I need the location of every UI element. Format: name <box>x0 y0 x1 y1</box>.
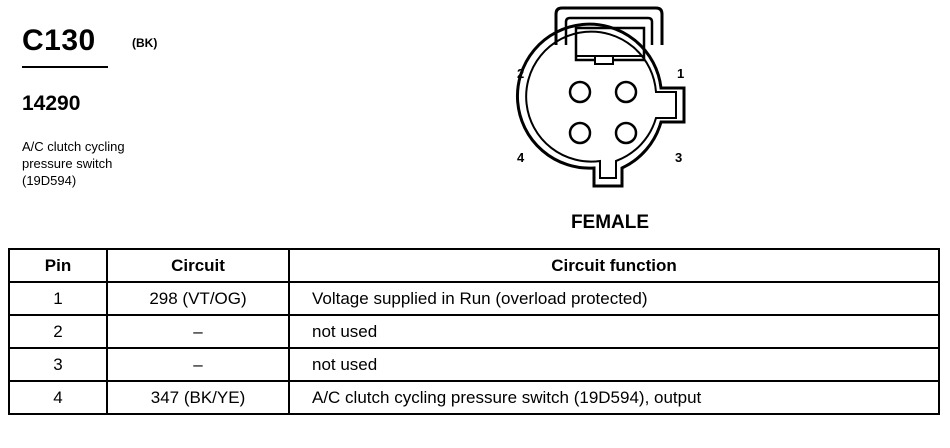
cell-circuit: – <box>106 347 290 382</box>
description-line: (19D594) <box>22 173 77 188</box>
cell-circuit: 347 (BK/YE) <box>106 380 290 415</box>
pin-label-4: 4 <box>517 150 525 165</box>
description-line: pressure switch <box>22 156 113 171</box>
title-underline <box>22 66 108 68</box>
cell-circuit-function: Voltage supplied in Run (overload protec… <box>288 281 940 316</box>
table-row: 1 298 (VT/OG) Voltage supplied in Run (o… <box>8 281 940 316</box>
cell-pin: 4 <box>8 380 108 415</box>
connector-gender-label: FEMALE <box>570 212 650 233</box>
pin-label-1: 1 <box>677 66 684 81</box>
component-description: A/C clutch cycling pressure switch (19D5… <box>22 138 222 189</box>
pin-cavity-2 <box>568 80 592 104</box>
table-header-row: Pin Circuit Circuit function <box>8 248 940 283</box>
pin-function-table: Pin Circuit Circuit function 1 298 (VT/O… <box>8 248 940 415</box>
connector-latch-outer <box>554 6 664 45</box>
pin-label-3: 3 <box>675 150 682 165</box>
connector-id: C130 <box>22 24 96 57</box>
description-line: A/C clutch cycling <box>22 139 125 154</box>
cell-circuit: 298 (VT/OG) <box>106 281 290 316</box>
column-header-pin: Pin <box>8 248 108 283</box>
cell-circuit-function: A/C clutch cycling pressure switch (19D5… <box>288 380 940 415</box>
column-header-circuit-function: Circuit function <box>288 248 940 283</box>
connector-latch-inner <box>564 16 654 45</box>
connector-latch-key <box>594 55 614 65</box>
connector-face-diagram: 2 1 4 3 <box>515 6 686 188</box>
cell-pin: 1 <box>8 281 108 316</box>
cell-circuit-function: not used <box>288 347 940 382</box>
cell-pin: 2 <box>8 314 108 349</box>
connector-body-outer <box>515 22 686 188</box>
cell-circuit: – <box>106 314 290 349</box>
cell-pin: 3 <box>8 347 108 382</box>
table-row: 4 347 (BK/YE) A/C clutch cycling pressur… <box>8 380 940 415</box>
connector-body-inner <box>525 30 677 179</box>
part-number: 14290 <box>22 92 81 115</box>
pin-label-2: 2 <box>517 66 524 81</box>
table-row: 2 – not used <box>8 314 940 349</box>
cell-circuit-function: not used <box>288 314 940 349</box>
pin-cavity-4 <box>568 121 592 145</box>
table-row: 3 – not used <box>8 347 940 382</box>
connector-color-code: (BK) <box>132 36 158 50</box>
column-header-circuit: Circuit <box>106 248 290 283</box>
pin-cavity-3 <box>614 121 638 145</box>
pin-cavity-1 <box>614 80 638 104</box>
